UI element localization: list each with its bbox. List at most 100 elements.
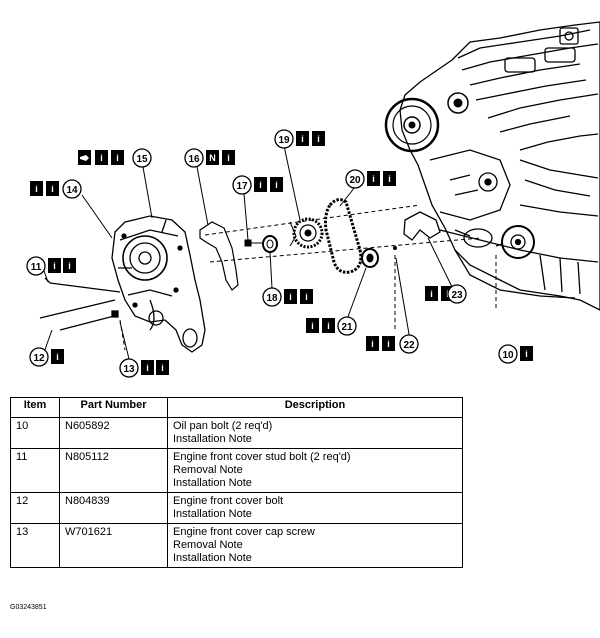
svg-text:15: 15 xyxy=(136,154,148,165)
svg-text:i: i xyxy=(289,292,292,302)
callout-23: i i 23 xyxy=(425,284,467,304)
svg-text:i: i xyxy=(53,261,56,271)
svg-text:i: i xyxy=(311,321,314,331)
washer-21-drawing xyxy=(361,248,379,268)
seal-drawing xyxy=(262,235,278,253)
column-header-part-number: Part Number xyxy=(59,397,168,418)
svg-text:i: i xyxy=(301,134,304,144)
description-line: Engine front cover bolt xyxy=(173,495,284,507)
svg-text:i: i xyxy=(317,134,320,144)
svg-text:i: i xyxy=(227,153,230,163)
svg-text:i: i xyxy=(387,339,390,349)
callout-22: i i 22 xyxy=(366,334,419,354)
svg-text:21: 21 xyxy=(341,322,353,333)
accessory-pulley-drawing xyxy=(384,92,469,153)
svg-text:23: 23 xyxy=(451,290,463,301)
callout-18: 18 i i xyxy=(262,287,313,307)
alignment-lines xyxy=(119,204,497,351)
svg-text:i: i xyxy=(259,180,262,190)
description-line: Removal Note xyxy=(173,464,243,476)
description-line: Installation Note xyxy=(173,477,252,489)
svg-text:14: 14 xyxy=(66,185,78,196)
column-header-item: Item xyxy=(10,397,60,418)
description-cell: Engine front cover bolt Installation Not… xyxy=(167,492,463,524)
item-cell: 10 xyxy=(10,417,60,449)
svg-text:i: i xyxy=(305,292,308,302)
table-row: 12 N804839 Engine front cover bolt Insta… xyxy=(10,492,463,524)
svg-text:11: 11 xyxy=(31,262,42,273)
svg-text:20: 20 xyxy=(349,175,361,186)
bolt-17-drawing xyxy=(244,239,262,247)
svg-text:i: i xyxy=(51,184,54,194)
description-line: Engine front cover stud bolt (2 req'd) xyxy=(173,451,351,463)
callout-13: 13 i i xyxy=(119,358,169,378)
stud-bolts-drawing xyxy=(39,277,121,331)
callout-17: 17 i i xyxy=(232,175,283,195)
callout-12: 12 i xyxy=(29,347,64,367)
svg-text:i: i xyxy=(35,184,38,194)
part-number-cell: W701621 xyxy=(59,523,168,568)
svg-text:i: i xyxy=(146,363,149,373)
item-cell: 12 xyxy=(10,492,60,524)
description-line: Installation Note xyxy=(173,433,252,445)
svg-text:i: i xyxy=(371,339,374,349)
svg-text:22: 22 xyxy=(403,340,415,351)
svg-text:i: i xyxy=(525,349,528,359)
part-number-cell: N605892 xyxy=(59,417,168,449)
item-cell: 13 xyxy=(10,523,60,568)
exploded-view-diagram: 10 i 11 i i 12 i 13 i i i i 14 xyxy=(26,21,600,378)
svg-text:i: i xyxy=(116,153,119,163)
callout-10: 10 i xyxy=(498,344,533,364)
description-cell: Engine front cover cap screw Removal Not… xyxy=(167,523,463,568)
callout-15: i i 15 xyxy=(78,148,152,168)
callout-14: i i 14 xyxy=(30,179,82,199)
svg-text:19: 19 xyxy=(278,135,290,146)
description-cell: Oil pan bolt (2 req'd) Installation Note xyxy=(167,417,463,449)
part-number-cell: N804839 xyxy=(59,492,168,524)
description-line: Installation Note xyxy=(173,552,252,564)
svg-text:i: i xyxy=(275,180,278,190)
svg-text:i: i xyxy=(56,352,59,362)
item-cell: 11 xyxy=(10,448,60,493)
table-header-row: Item Part Number Description xyxy=(10,397,463,418)
front-cover-gasket-drawing xyxy=(199,221,239,291)
svg-text:i: i xyxy=(430,289,433,299)
svg-text:18: 18 xyxy=(266,293,278,304)
callout-leaders xyxy=(42,145,456,364)
sprocket-19-drawing xyxy=(289,217,324,249)
svg-text:i: i xyxy=(388,174,391,184)
figure-id: G03243851 xyxy=(10,604,47,611)
svg-text:i: i xyxy=(68,261,71,271)
svg-text:10: 10 xyxy=(502,350,514,361)
callout-11: 11 i i xyxy=(26,256,76,276)
bolt-22-drawing xyxy=(393,246,397,250)
engine-front-cover-drawing xyxy=(111,215,206,353)
timing-chain-drawing xyxy=(324,198,363,274)
svg-text:i: i xyxy=(100,153,103,163)
crankshaft-nose-drawing xyxy=(454,172,535,259)
svg-text:17: 17 xyxy=(236,181,248,192)
description-cell: Engine front cover stud bolt (2 req'd) R… xyxy=(167,448,463,493)
parts-table: Item Part Number Description 10 N605892 … xyxy=(10,397,463,568)
svg-text:N: N xyxy=(209,153,216,163)
column-header-description: Description xyxy=(167,397,463,418)
part-number-cell: N805112 xyxy=(59,448,168,493)
svg-text:16: 16 xyxy=(188,154,200,165)
svg-text:12: 12 xyxy=(33,353,45,364)
engine-block-drawing xyxy=(399,21,600,311)
tensioner-23-drawing xyxy=(403,211,441,241)
description-line: Oil pan bolt (2 req'd) xyxy=(173,420,273,432)
table-row: 10 N605892 Oil pan bolt (2 req'd) Instal… xyxy=(10,417,463,449)
info-badge xyxy=(520,346,533,361)
svg-text:13: 13 xyxy=(123,364,135,375)
description-line: Installation Note xyxy=(173,508,252,520)
callout-16: 16 N i xyxy=(184,148,235,168)
table-row: 11 N805112 Engine front cover stud bolt … xyxy=(10,448,463,493)
svg-text:i: i xyxy=(372,174,375,184)
callout-21: i i 21 xyxy=(306,316,357,336)
description-line: Removal Note xyxy=(173,539,243,551)
svg-text:i: i xyxy=(327,321,330,331)
callout-19: 19 i i xyxy=(274,129,325,149)
table-row: 13 W701621 Engine front cover cap screw … xyxy=(10,523,463,568)
svg-text:i: i xyxy=(161,363,164,373)
